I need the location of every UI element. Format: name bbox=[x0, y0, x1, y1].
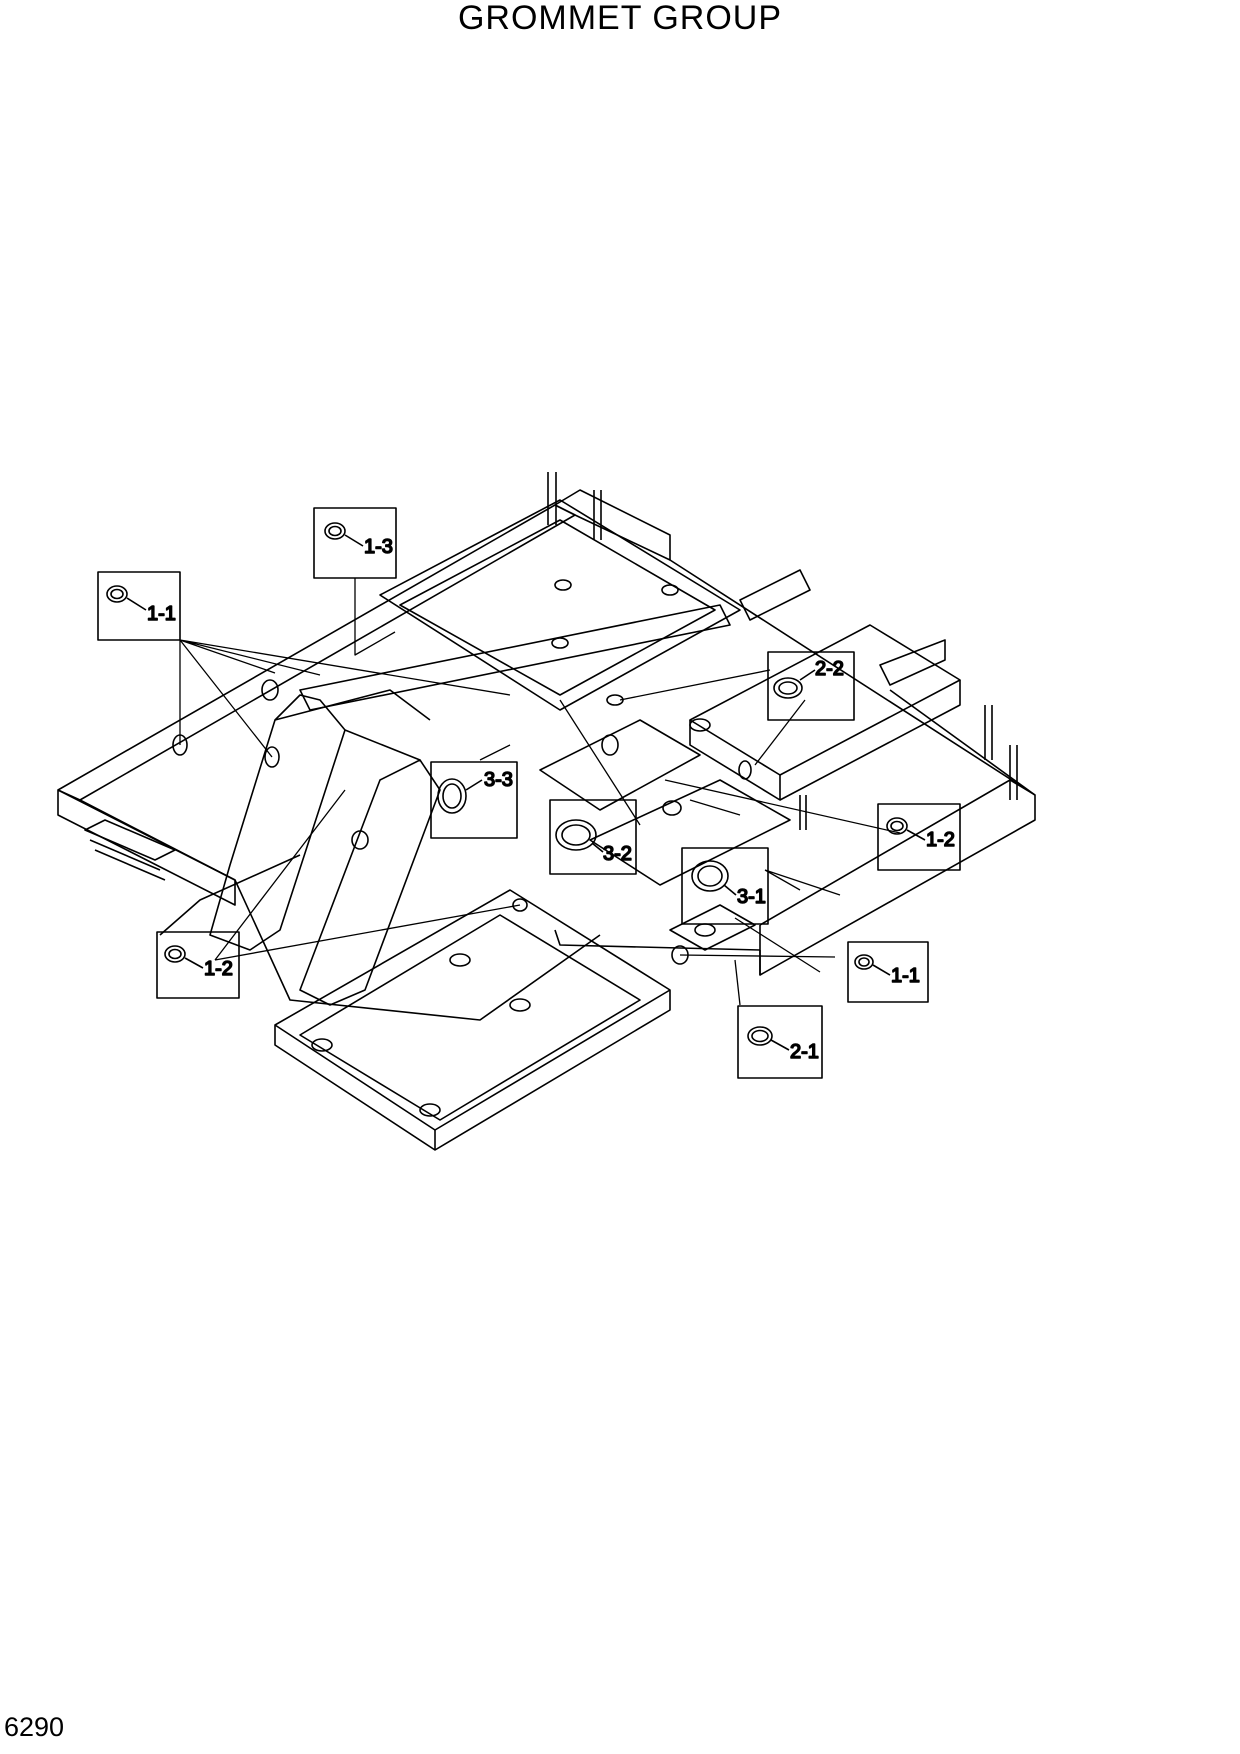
callout-1-3: 1-3 bbox=[313, 507, 397, 579]
callout-3-2: 3-2 bbox=[549, 799, 637, 875]
callout-label: 3-2 bbox=[603, 843, 632, 865]
grommet-icon bbox=[164, 945, 186, 963]
callout-1-1-left: 1-1 bbox=[97, 571, 181, 641]
callout-1-2-right: 1-2 bbox=[877, 803, 961, 871]
grommet-icon bbox=[747, 1026, 773, 1046]
grommet-icon bbox=[886, 817, 908, 835]
callout-label: 1-3 bbox=[364, 536, 393, 558]
grommet-icon bbox=[555, 819, 597, 851]
page-title: GROMMET GROUP bbox=[457, 0, 783, 37]
grommet-icon bbox=[437, 778, 467, 814]
callout-label: 1-1 bbox=[147, 603, 176, 625]
grommet-icon bbox=[324, 522, 346, 540]
callout-2-2: 2-2 bbox=[767, 651, 855, 721]
frame-drawing bbox=[57, 472, 1036, 1151]
callout-label: 2-1 bbox=[790, 1041, 819, 1063]
leader-lines bbox=[179, 578, 901, 1006]
callout-label: 3-1 bbox=[737, 886, 766, 908]
callout-3-3: 3-3 bbox=[430, 761, 518, 839]
callout-label: 3-3 bbox=[484, 769, 513, 791]
page-number: 6290 bbox=[4, 1712, 65, 1742]
callout-1-2-left: 1-2 bbox=[156, 931, 240, 999]
callout-label: 1-1 bbox=[891, 965, 920, 987]
callout-3-1: 3-1 bbox=[681, 847, 769, 925]
callout-2-1: 2-1 bbox=[737, 1005, 823, 1079]
callout-1-1-right: 1-1 bbox=[847, 941, 929, 1003]
callout-label: 2-2 bbox=[815, 658, 844, 680]
grommet-icon bbox=[106, 585, 128, 603]
grommet-icon bbox=[691, 860, 729, 892]
grommet-icon bbox=[773, 677, 803, 699]
callout-label: 1-2 bbox=[204, 958, 233, 980]
grommet-icon bbox=[854, 954, 874, 970]
callout-label: 1-2 bbox=[926, 829, 955, 851]
